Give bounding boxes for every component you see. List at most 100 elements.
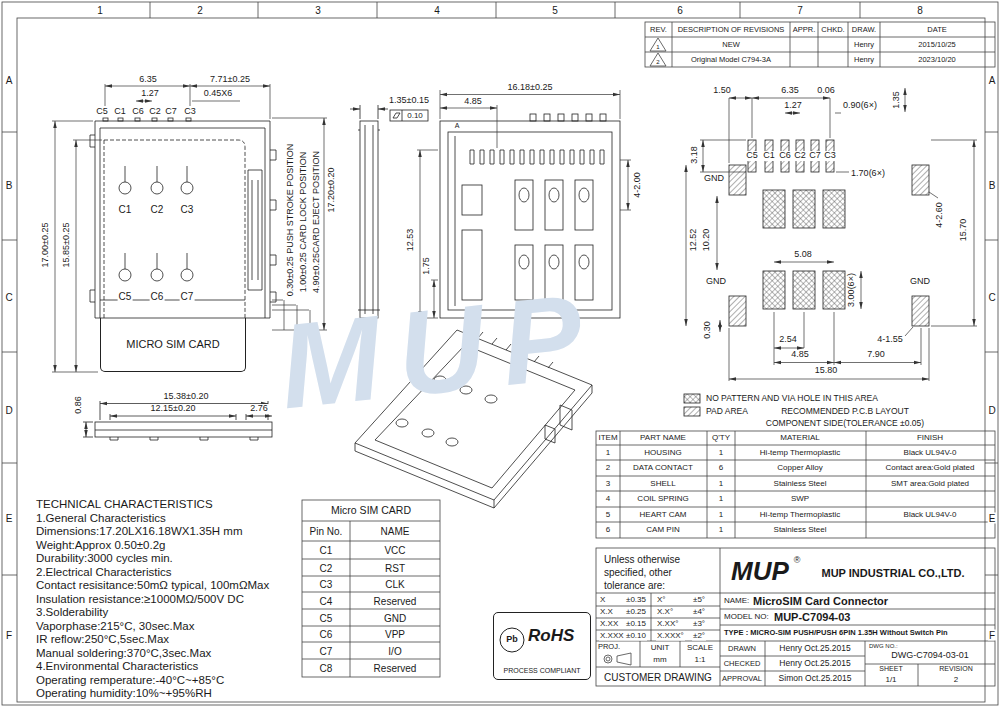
- table-cell: Simon Oct.25.2015: [778, 674, 853, 683]
- side-view: [390, 110, 428, 121]
- legend-text: NO PATTERN AND VIA HOLE IN THIS AREA: [705, 394, 879, 403]
- bottom-view: [455, 136, 456, 306]
- table-cell: 1: [605, 448, 611, 457]
- top-view: [103, 118, 108, 121]
- pin-table: [302, 500, 440, 677]
- table-cell: 6: [605, 526, 611, 535]
- revision-table: [650, 53, 666, 66]
- pin-table: [302, 500, 440, 677]
- dimension: 6.35: [780, 86, 800, 96]
- pin-label: C1: [113, 107, 127, 117]
- pin-label: C6: [131, 107, 145, 117]
- spec-text: Vaporphase:215°C, 30sec.Max: [35, 619, 195, 632]
- spec-text: Dimensions:17.20LX16.18WX1.35H mm: [35, 525, 243, 538]
- table-cell: X.XX: [599, 620, 619, 629]
- node-text: MICRO SIM CARD: [126, 338, 220, 350]
- front-view: [246, 416, 272, 417]
- table-cell: 1: [718, 479, 724, 488]
- table-cell: DWG-C7094-03-01: [890, 651, 970, 661]
- table-cell: X.XX°: [656, 620, 679, 629]
- dimension: 12.52: [689, 228, 699, 253]
- title-block: [606, 657, 610, 661]
- sheet-frame: [2, 132, 998, 575]
- pcb-layout: [861, 271, 862, 309]
- top-view: [135, 118, 140, 121]
- table-cell: CHECKED: [723, 659, 762, 667]
- top-view: [168, 118, 173, 121]
- pin-label: C6: [778, 151, 792, 161]
- table-cell: X.XXX: [599, 632, 625, 641]
- pin-label: C5: [745, 151, 759, 161]
- dimension: 4.85: [463, 97, 483, 107]
- table-cell: C4: [319, 595, 334, 606]
- table-cell: NAME:: [723, 597, 750, 606]
- parts-table: [596, 431, 995, 538]
- table-cell: DWG NO.:: [868, 643, 899, 650]
- dimension: 15.80: [814, 366, 839, 376]
- table-cell: HEART CAM: [639, 510, 688, 519]
- dimension: 1.27: [140, 89, 160, 99]
- note: RECOMMENDED P.C.B LAYOUT: [780, 407, 910, 416]
- front-view: [100, 401, 268, 420]
- table-cell: SWP: [790, 495, 810, 504]
- zone-marker: C: [4, 292, 13, 303]
- bottom-view: [440, 108, 497, 109]
- table-cell: SHELL: [649, 479, 676, 488]
- table-cell: Hi-temp Thermoplastic: [759, 448, 841, 457]
- table-cell: SCALE: [686, 644, 714, 653]
- zone-marker: A: [5, 75, 14, 86]
- front-view: [95, 430, 272, 440]
- dimension-lines: [105, 86, 190, 87]
- model-number: MUP-C7094-03: [773, 611, 851, 623]
- pcb-layout: [912, 296, 929, 326]
- dimension: 7.71±0.25: [209, 75, 251, 85]
- table-cell: 2: [953, 676, 959, 685]
- top-view: [152, 118, 157, 121]
- bottom-view: [579, 255, 589, 269]
- bottom-view: [530, 114, 536, 121]
- table-cell: C2: [319, 562, 334, 573]
- node-text: PROCESS COMPLIANT: [503, 667, 580, 675]
- pcb-layout: [793, 271, 815, 309]
- pcb-layout: [703, 140, 704, 172]
- table-cell: C1: [319, 545, 334, 556]
- pcb-layout: [912, 165, 929, 195]
- pcb-layout: [729, 98, 752, 99]
- table-cell: Pin No.: [309, 526, 344, 537]
- zone-marker: 2: [196, 5, 204, 16]
- note: 4.90±0.25CARD EJECT POSITION: [312, 150, 322, 294]
- top-view: [95, 121, 270, 318]
- table-cell: ±0.25: [625, 608, 647, 617]
- table-cell: NEW: [721, 40, 741, 48]
- top-view: [100, 128, 265, 318]
- legend-text: PAD AREA: [705, 407, 749, 416]
- pin-label: C1: [118, 204, 133, 215]
- dimension: 0.30: [703, 320, 713, 340]
- front-view: [110, 416, 236, 417]
- pcb-layout: [823, 271, 845, 309]
- dimension-lines: [136, 101, 152, 102]
- table-cell: 1: [718, 495, 724, 504]
- dimension: 1.70(6×): [850, 169, 886, 179]
- dimension: 0.86: [74, 395, 84, 415]
- pin-label: A: [454, 122, 461, 130]
- bottom-view: [544, 114, 550, 121]
- zone-marker: D: [987, 405, 996, 416]
- table-cell: DRAW.: [851, 25, 877, 33]
- top-view: [270, 150, 276, 302]
- table-cell: C6: [319, 629, 334, 640]
- table-cell: CAM PIN: [645, 526, 680, 535]
- table-cell: Reserved: [373, 595, 418, 606]
- table-cell: APPROVAL: [721, 674, 763, 682]
- pin-label: C7: [180, 291, 195, 302]
- bottom-view: [470, 150, 604, 164]
- table-cell: Contact area:Gold plated: [885, 464, 976, 473]
- table-cell: Stainless Steel: [773, 526, 828, 535]
- side-view: [378, 109, 388, 110]
- isometric-view: [422, 429, 434, 437]
- pcb-layout: [793, 190, 815, 228]
- table-cell: C7: [319, 645, 334, 656]
- front-view: [86, 422, 87, 437]
- pin-label: C5: [118, 291, 133, 302]
